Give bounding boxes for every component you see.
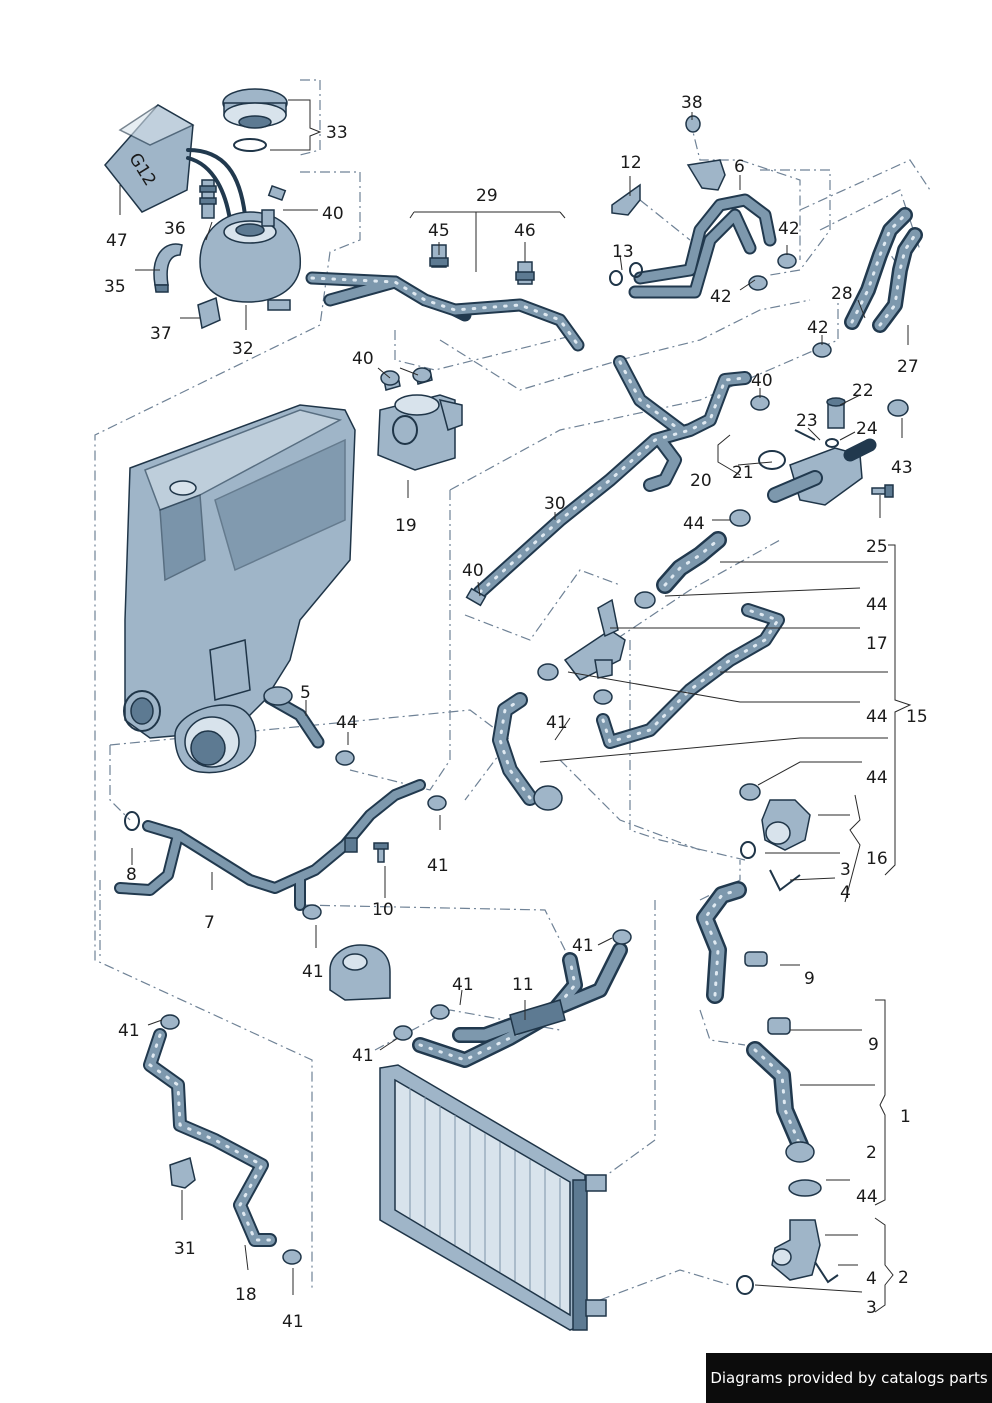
callout-8: 8	[126, 865, 137, 885]
callout-19: 19	[395, 516, 417, 536]
callout-25: 25	[866, 537, 888, 557]
assembly-guide-lines	[94, 79, 931, 1301]
callout-16: 16	[866, 849, 888, 869]
callout-40: 40	[751, 371, 773, 391]
callout-5: 5	[300, 683, 311, 703]
callout-23: 23	[796, 411, 818, 431]
hose-11	[329, 942, 628, 1068]
callout-45: 45	[428, 221, 450, 241]
callout-20: 20	[690, 471, 712, 491]
callout-32: 32	[232, 339, 254, 359]
callout-30: 30	[544, 494, 566, 514]
credit-banner: Diagrams provided by catalogs parts	[706, 1353, 992, 1403]
callout-41: 41	[427, 856, 449, 876]
callout-15: 15	[906, 707, 928, 727]
callout-4: 4	[866, 1269, 877, 1289]
callout-27: 27	[897, 357, 919, 377]
callout-44: 44	[866, 768, 888, 788]
hose-9-1	[696, 881, 822, 1197]
callout-43: 43	[891, 458, 913, 478]
vent-hose-29	[305, 244, 585, 352]
credit-text: Diagrams provided by catalogs parts	[710, 1369, 988, 1387]
callout-10: 10	[372, 900, 394, 920]
hose-18	[143, 1028, 277, 1247]
hose-30	[465, 355, 752, 607]
callout-12: 12	[620, 153, 642, 173]
callout-40: 40	[352, 349, 374, 369]
callout-4: 4	[840, 883, 851, 903]
callout-36: 36	[164, 219, 186, 239]
radiator	[379, 1064, 607, 1331]
callout-9: 9	[804, 969, 815, 989]
callout-1: 1	[900, 1107, 911, 1127]
reservoir-cap	[222, 88, 288, 152]
callout-11: 11	[512, 975, 534, 995]
callout-41: 41	[452, 975, 474, 995]
callout-33: 33	[326, 123, 348, 143]
callout-35: 35	[104, 277, 126, 297]
hose-clamps	[160, 253, 832, 1265]
callout-37: 37	[150, 324, 172, 344]
callout-21: 21	[732, 463, 754, 483]
clip-40-tank	[267, 184, 287, 202]
callout-41: 41	[352, 1046, 374, 1066]
callout-38: 38	[681, 93, 703, 113]
callout-42: 42	[710, 287, 732, 307]
coolant-bottle: G12	[104, 104, 247, 222]
callout-44: 44	[866, 595, 888, 615]
callout-42: 42	[807, 318, 829, 338]
bracket-37	[197, 296, 221, 330]
callout-46: 46	[514, 221, 536, 241]
fitting-5	[263, 686, 325, 749]
sensor-36	[199, 179, 217, 219]
expansion-tank	[199, 209, 301, 311]
thermostat-housing-19	[377, 369, 463, 471]
retainer-35	[153, 243, 183, 293]
connector-2	[736, 1219, 839, 1295]
callout-28: 28	[831, 284, 853, 304]
callout-6: 6	[734, 157, 745, 177]
callout-44: 44	[683, 514, 705, 534]
callout-41: 41	[572, 936, 594, 956]
callout-40: 40	[322, 204, 344, 224]
pipe-assembly-6	[609, 115, 777, 299]
callout-24: 24	[856, 419, 878, 439]
engine-block	[123, 404, 356, 774]
callout-29: 29	[476, 186, 498, 206]
callout-2: 2	[898, 1268, 909, 1288]
callout-40: 40	[462, 561, 484, 581]
hose-25-17-15	[492, 531, 785, 811]
callout-42: 42	[778, 219, 800, 239]
connector-16	[740, 799, 811, 892]
callout-41: 41	[302, 962, 324, 982]
callout-3: 3	[840, 860, 851, 880]
coolant-pipe-7	[114, 779, 426, 911]
hose-27-28	[844, 207, 923, 333]
callout-22: 22	[852, 381, 874, 401]
callout-47: 47	[106, 231, 128, 251]
callout-44: 44	[336, 713, 358, 733]
callout-31: 31	[174, 1239, 196, 1259]
callout-41: 41	[546, 713, 568, 733]
leader-lines	[119, 99, 912, 1313]
callout-7: 7	[204, 913, 215, 933]
callout-41: 41	[118, 1021, 140, 1041]
callout-2: 2	[866, 1143, 877, 1163]
callout-13: 13	[612, 242, 634, 262]
callout-9: 9	[868, 1035, 879, 1055]
callout-labels: 33 47 40 36 35 37 32 29 45 46 38 12 6 13…	[104, 93, 928, 1332]
coolant-flange-20	[758, 397, 909, 506]
callout-44: 44	[856, 1187, 878, 1207]
callout-3: 3	[866, 1298, 877, 1318]
callout-18: 18	[235, 1285, 257, 1305]
callout-17: 17	[866, 634, 888, 654]
callout-41: 41	[282, 1312, 304, 1332]
callout-44: 44	[866, 707, 888, 727]
